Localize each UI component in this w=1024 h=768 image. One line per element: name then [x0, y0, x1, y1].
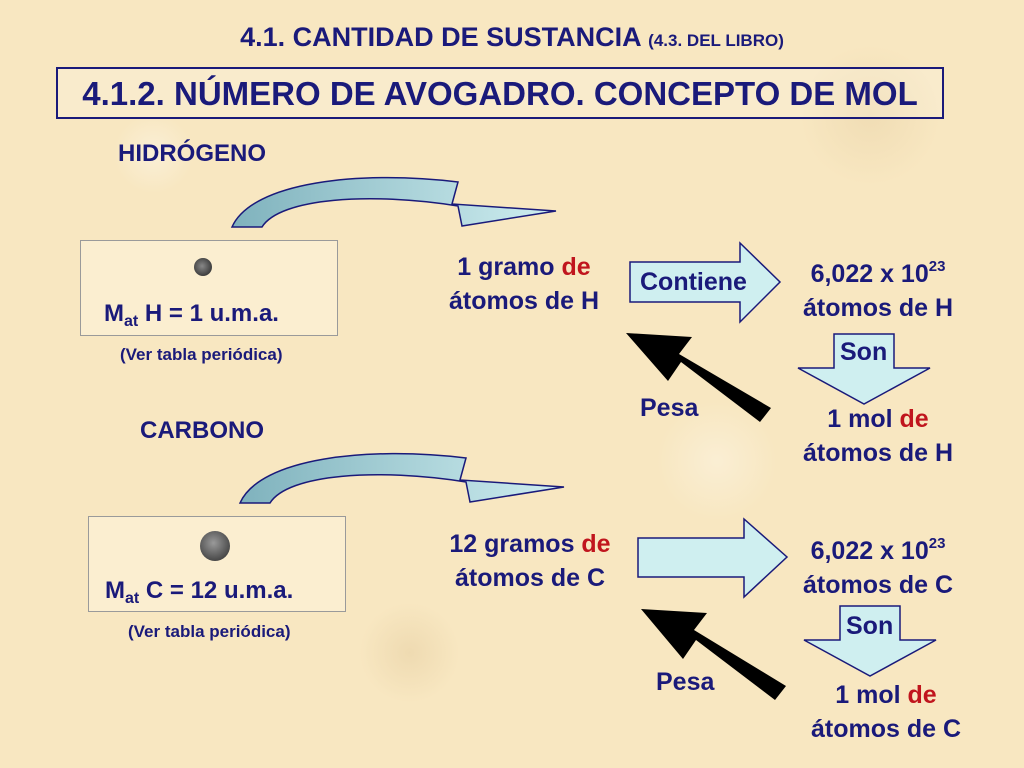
- contiene-label: Contiene: [640, 268, 747, 296]
- son-label-hydrogen: Son: [840, 338, 888, 366]
- carbon-atom-icon: [200, 531, 230, 561]
- subtitle-text: 4.1.2. NÚMERO DE AVOGADRO. CONCEPTO DE M…: [82, 75, 918, 112]
- carbon-mol: 1 mol de átomos de C: [810, 681, 962, 743]
- subtitle-box: 4.1.2. NÚMERO DE AVOGADRO. CONCEPTO DE M…: [56, 67, 944, 119]
- son-label-carbon: Son: [846, 612, 894, 640]
- hydrogen-avogadro: 6,022 x 1023 átomos de H: [802, 258, 954, 322]
- pesa-arrow-carbon: [641, 609, 786, 700]
- carbon-periodic-note: (Ver tabla periódica): [128, 622, 291, 641]
- curved-arrow-carbon: [238, 452, 565, 504]
- hydrogen-periodic-note: (Ver tabla periódica): [120, 345, 283, 364]
- right-arrow-carbon: [637, 517, 789, 599]
- section-title-main: 4.1. CANTIDAD DE SUSTANCIA: [240, 22, 641, 52]
- pesa-label-hydrogen: Pesa: [640, 394, 699, 422]
- carbon-avogadro: 6,022 x 1023 átomos de C: [802, 535, 954, 599]
- hydrogen-mass-box: [80, 240, 338, 336]
- pesa-arrow-hydrogen: [626, 333, 771, 422]
- pesa-label-carbon: Pesa: [656, 668, 715, 696]
- section-title-ref: (4.3. DEL LIBRO): [648, 31, 784, 50]
- hydrogen-grams: 1 gramo de átomos de H: [448, 253, 600, 315]
- section-title: 4.1. CANTIDAD DE SUSTANCIA (4.3. DEL LIB…: [0, 22, 1024, 53]
- contiene-arrow: [629, 241, 782, 324]
- son-arrow-hydrogen: [797, 333, 931, 405]
- curved-arrow-hydrogen: [230, 176, 557, 228]
- carbon-mass-text: Mat C = 12 u.m.a.: [105, 577, 294, 607]
- hydrogen-label: HIDRÓGENO: [118, 140, 267, 167]
- carbon-grams: 12 gramos de átomos de C: [449, 530, 611, 592]
- son-arrow-carbon: [803, 605, 937, 677]
- hydrogen-mol: 1 mol de átomos de H: [802, 405, 954, 467]
- hydrogen-atom-icon: [194, 258, 212, 276]
- carbon-label: CARBONO: [140, 417, 264, 444]
- hydrogen-mass-text: Mat H = 1 u.m.a.: [104, 300, 279, 330]
